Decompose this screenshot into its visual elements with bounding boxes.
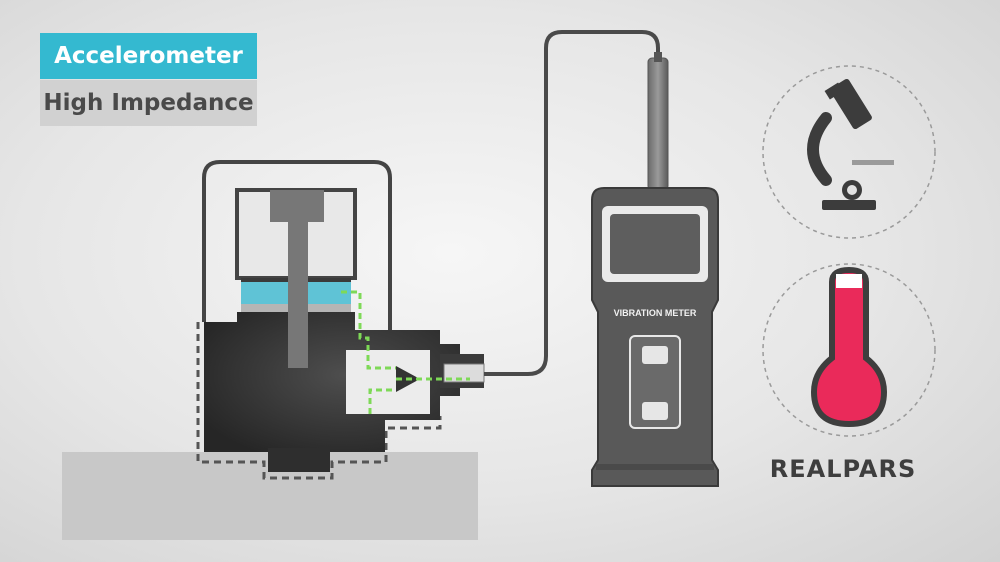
meter-bottom-band <box>596 464 714 470</box>
microscope-icon-circle <box>762 65 936 239</box>
probe-tip <box>654 52 662 62</box>
meter-button-down[interactable] <box>642 402 668 420</box>
housing-loop-wire <box>202 160 392 330</box>
meter-button-up[interactable] <box>642 346 668 364</box>
thermometer-icon-circle <box>762 263 936 437</box>
meter-probe <box>647 57 669 191</box>
thermometer-icon <box>810 266 888 428</box>
mounting-stud <box>268 448 330 472</box>
sensor-cable <box>484 30 660 376</box>
meter-label: VIBRATION METER <box>614 308 697 318</box>
subtitle-label: High Impedance <box>40 80 257 126</box>
brand-logo: REALPARS <box>769 455 917 483</box>
seismic-mass <box>270 190 324 368</box>
vibration-outline <box>196 322 442 480</box>
title-label: Accelerometer <box>40 33 257 79</box>
accelerometer-housing <box>204 312 460 452</box>
amplifier-cavity <box>346 350 430 414</box>
meter-screen <box>610 214 700 274</box>
microscope-icon <box>807 78 894 210</box>
